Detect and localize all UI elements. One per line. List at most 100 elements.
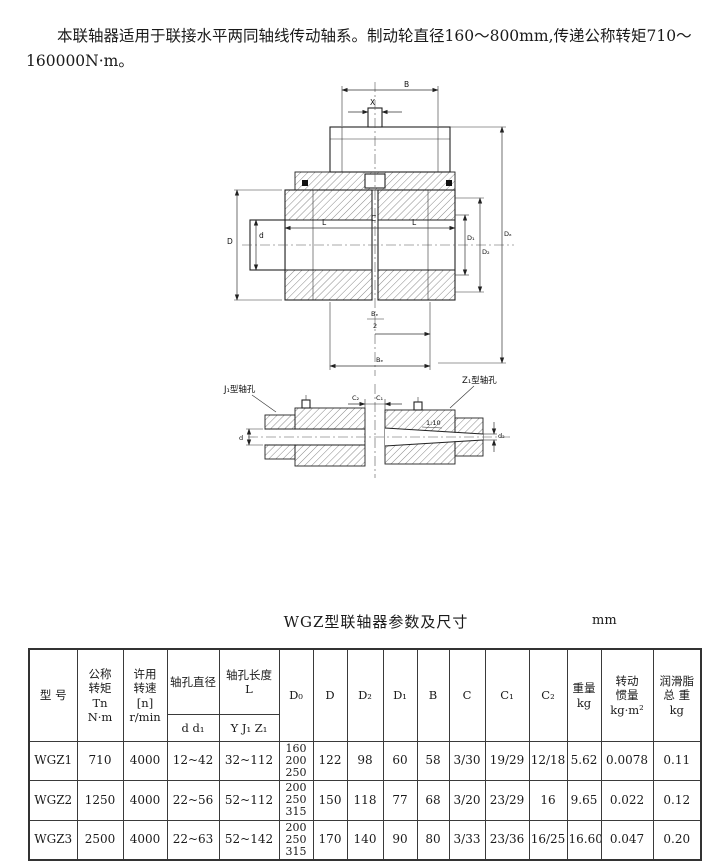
table-cell: 98 — [346, 740, 384, 782]
table-cell: 77 — [382, 780, 418, 821]
table-cell: 200 250 315 — [278, 819, 314, 861]
dim-label-d0: Dₐ — [504, 230, 512, 238]
table-cell: 22~56 — [166, 780, 220, 821]
dim-label-d2: D₂ — [482, 248, 490, 256]
table-row: WGZ2 1250 4000 22~56 52~112 200 250 315 … — [28, 780, 702, 821]
col-header-grease: 润滑脂 总 重 kg — [652, 648, 702, 742]
table-cell: 4000 — [122, 819, 168, 861]
table-cell: 23/36 — [484, 819, 530, 861]
coupling-drawing: B X D d L C L D₁ D₂ Dₐ Bₑ — [218, 78, 518, 483]
table-cell: WGZ3 — [28, 819, 78, 861]
table-cell: 80 — [416, 819, 450, 861]
col-header-speed: 许用 转速 [n] r/min — [122, 648, 168, 742]
table-cell: 710 — [76, 740, 124, 782]
table-cell: 22~63 — [166, 819, 220, 861]
table-cell: 140 — [346, 819, 384, 861]
table-cell: 52~142 — [218, 819, 280, 861]
dim-label-c1: C₁ — [376, 394, 384, 402]
table-cell: 0.047 — [600, 819, 654, 861]
dim-label-be-den: 2 — [373, 322, 377, 330]
table-cell: 3/20 — [448, 780, 486, 821]
col-header-d0: D₀ — [278, 648, 314, 742]
table-cell: WGZ2 — [28, 780, 78, 821]
table-title: WGZ型联轴器参数及尺寸 — [283, 613, 469, 631]
table-cell: 16/25 — [528, 819, 568, 861]
table-cell: 4000 — [122, 740, 168, 782]
table-cell: 32~112 — [218, 740, 280, 782]
table-cell: 3/30 — [448, 740, 486, 782]
table-cell: 200 250 315 — [278, 780, 314, 821]
col-header-c: C — [448, 648, 486, 742]
j1-bore-detail: d — [239, 395, 366, 467]
col-header-torque: 公称 转矩 Tn N·m — [76, 648, 124, 742]
table-row: WGZ1 710 4000 12~42 32~112 160 200 250 1… — [28, 740, 702, 782]
table-cell: WGZ1 — [28, 740, 78, 782]
dim-label-l-left: L — [322, 218, 327, 227]
table-cell: 9.65 — [566, 780, 602, 821]
dim-label-x: X — [370, 98, 375, 107]
unit-label: mm — [592, 613, 617, 628]
col-header-b: B — [416, 648, 450, 742]
col-header-d1: D₁ — [382, 648, 418, 742]
main-view: B X D d L C L D₁ D₂ Dₐ Bₑ — [227, 80, 514, 376]
col-header-d: D — [312, 648, 348, 742]
table-cell: 5.62 — [566, 740, 602, 782]
dim-label-c2: C₂ — [352, 394, 360, 402]
dim-label-c: C — [371, 214, 376, 223]
col-subheader-bore-len: Y J₁ Z₁ — [218, 714, 280, 742]
table-cell: 160 200 250 — [278, 740, 314, 782]
col-subheader-bore-dia: d d₁ — [166, 714, 220, 742]
table-cell: 0.20 — [652, 819, 702, 861]
table-cell: 122 — [312, 740, 348, 782]
table-cell: 4000 — [122, 780, 168, 821]
dim-label-b: B — [404, 80, 409, 89]
table-cell: 170 — [312, 819, 348, 861]
table-cell: 0.12 — [652, 780, 702, 821]
table-cell: 52~112 — [218, 780, 280, 821]
j1-bore-label: J₁型轴孔 — [223, 384, 256, 395]
header-row: 型 号 公称 转矩 Tn N·m 许用 转速 [n] r/min 轴孔直径 轴孔… — [28, 648, 702, 742]
table-cell: 0.0078 — [600, 740, 654, 782]
table-cell: 19/29 — [484, 740, 530, 782]
col-header-inertia: 转动 惯量 kg·m² — [600, 648, 654, 742]
parameters-table: 型 号 公称 转矩 Tn N·m 许用 转速 [n] r/min 轴孔直径 轴孔… — [28, 648, 702, 861]
table-cell: 118 — [346, 780, 384, 821]
dim-label-be: Bₑ — [376, 356, 383, 364]
col-header-bore-dia: 轴孔直径 — [166, 648, 220, 715]
col-header-c2: C₂ — [528, 648, 568, 742]
table-cell: 1250 — [76, 780, 124, 821]
header-sub-row: d d₁ Y J₁ Z₁ — [29, 714, 701, 742]
dim-label-dz: d₂ — [498, 432, 505, 440]
dim-label-l-right: L — [412, 218, 417, 227]
intro-paragraph: 本联轴器适用于联接水平两同轴线传动轴系。制动轮直径160～800mm,传递公称转… — [26, 26, 692, 71]
table-cell: 16.60 — [566, 819, 602, 861]
table-cell: 3/33 — [448, 819, 486, 861]
table-cell: 58 — [416, 740, 450, 782]
table-cell: 150 — [312, 780, 348, 821]
coupling-drawing-svg: B X D d L C L D₁ D₂ Dₐ Bₑ — [223, 80, 514, 478]
col-header-model: 型 号 — [28, 648, 78, 742]
dim-label-d-bore: d — [259, 231, 264, 240]
col-header-c1: C₁ — [484, 648, 530, 742]
table-cell: 23/29 — [484, 780, 530, 821]
table-cell: 16 — [528, 780, 568, 821]
col-header-weight: 重量 kg — [566, 648, 602, 742]
table-cell: 2500 — [76, 819, 124, 861]
table-row: WGZ3 2500 4000 22~63 52~142 200 250 315 … — [28, 819, 702, 861]
dim-label-d1: D₁ — [467, 234, 475, 242]
z1-bore-detail: 1:10 d₂ — [384, 397, 505, 465]
col-header-d2: D₂ — [346, 648, 384, 742]
table-cell: 0.11 — [652, 740, 702, 782]
dim-label-be-num: Bₑ — [371, 310, 378, 318]
col-header-bore-len: 轴孔长度 L — [218, 648, 280, 715]
z1-bore-label: Z₁型轴孔 — [462, 375, 497, 386]
table-cell: 90 — [382, 819, 418, 861]
table-title-row: WGZ型联轴器参数及尺寸 mm — [0, 611, 726, 633]
table-cell: 68 — [416, 780, 450, 821]
taper-label: 1:10 — [426, 419, 441, 427]
table-cell: 60 — [382, 740, 418, 782]
table-cell: 0.022 — [600, 780, 654, 821]
table-cell: 12/18 — [528, 740, 568, 782]
table-cell: 12~42 — [166, 740, 220, 782]
dim-label-d-outer: D — [227, 237, 233, 246]
